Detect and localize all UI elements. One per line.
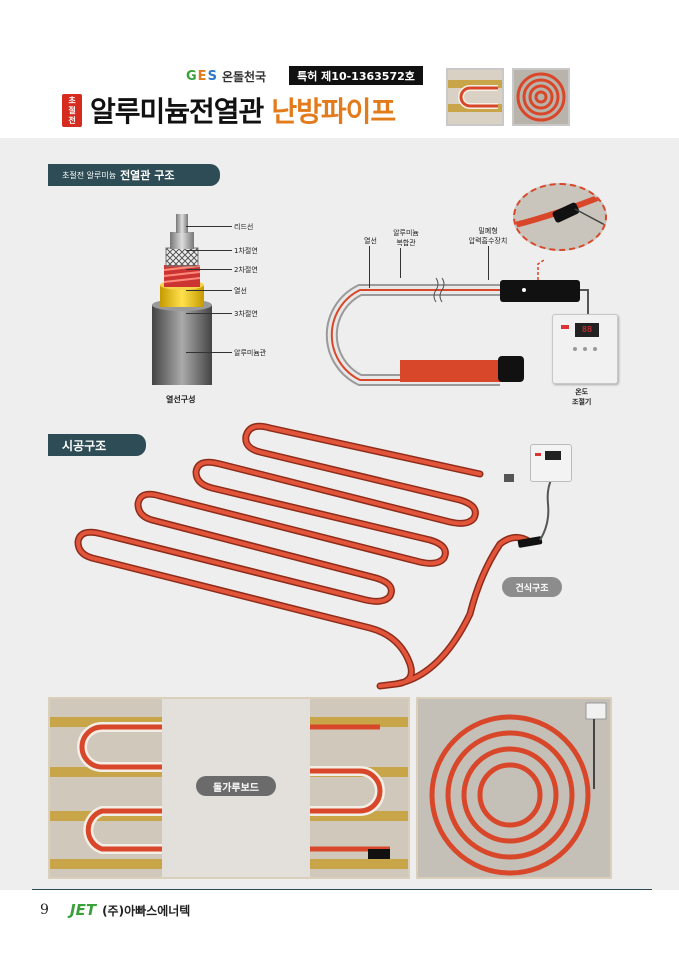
brand-logo: GES 온돌천국 — [186, 68, 266, 84]
title-main: 알루미늄전열관 — [90, 95, 264, 128]
label-lead-wire: 리드선 — [234, 223, 254, 231]
sealed-line2: 압력흡수장치 — [468, 237, 508, 245]
controller-button — [593, 347, 597, 351]
leader-line — [369, 246, 370, 288]
temperature-controller-device: 88 — [552, 314, 618, 384]
controller-led — [561, 325, 569, 329]
jet-logo: JET — [70, 901, 97, 919]
badge-char: 절 — [68, 105, 76, 115]
installation-controller-device — [530, 444, 572, 482]
badge-char: 전 — [68, 115, 76, 125]
company-logo: JET (주)아빠스에너텍 — [70, 901, 190, 919]
controller-button — [573, 347, 577, 351]
label-sealed-absorber: 밀폐형 압력흡수장치 — [460, 226, 516, 246]
label-pipe-heater: 열선 — [364, 237, 377, 245]
photo-coil-installation — [416, 697, 612, 879]
company-name: (주)아빠스에너텍 — [102, 903, 191, 918]
thermostat-line2: 조절기 — [572, 398, 592, 406]
heading-large-text: 전열관 구조 — [120, 169, 175, 182]
leader-line — [186, 226, 232, 227]
controller-display — [545, 451, 561, 460]
heading-small-text: 초절전 알루미늄 — [62, 170, 117, 180]
badge-char: 초 — [68, 95, 76, 105]
leader-line — [186, 313, 232, 314]
thermostat-line1: 온도 — [575, 388, 589, 396]
label-thermostat: 온도 조절기 — [572, 387, 591, 407]
page-number: 9 — [40, 902, 49, 918]
composite-line1: 알루미늄 — [393, 229, 419, 237]
leader-line — [186, 269, 232, 270]
sealed-line1: 밀폐형 — [478, 227, 498, 235]
leader-line — [186, 352, 232, 353]
section-heading-installation: 시공구조 — [48, 434, 146, 456]
brand-name: 온돌천국 — [221, 69, 267, 84]
label-insulation-2: 2차절연 — [234, 266, 258, 274]
energy-saving-badge: 초 절 전 — [62, 94, 82, 127]
footer-divider — [32, 889, 652, 890]
leader-line — [186, 250, 232, 251]
label-dry-construction: 건식구조 — [502, 577, 562, 597]
controller-led — [535, 453, 541, 456]
section-heading-structure: 초절전 알루미늄 전열관 구조 — [48, 164, 220, 186]
composite-line2: 복합관 — [396, 239, 416, 247]
cable-caption: 열선구성 — [166, 395, 196, 404]
leader-line — [400, 248, 401, 278]
leader-line — [186, 290, 232, 291]
controller-display: 88 — [575, 323, 599, 337]
cable-cross-section-illustration — [152, 214, 212, 385]
label-insulation-1: 1차절연 — [234, 247, 258, 255]
patent-number: 특허 제10-1363572호 — [289, 66, 423, 85]
thumbnail-pipe-photo — [446, 68, 504, 126]
controller-button — [583, 347, 587, 351]
heading-text: 시공구조 — [62, 438, 107, 453]
thumbnail-coil-photo — [512, 68, 570, 126]
pipe-structure-illustration — [325, 259, 589, 386]
label-insulation-3: 3차절연 — [234, 310, 258, 318]
ges-logo: GES — [186, 68, 218, 84]
label-stone-board: 돌가루보드 — [196, 776, 276, 796]
label-composite-pipe: 알루미늄 복합관 — [386, 228, 426, 248]
title-accent: 난방파이프 — [271, 95, 396, 128]
label-aluminum-pipe: 알루미늄관 — [234, 349, 267, 357]
label-heater-wire: 열선 — [234, 287, 247, 295]
serpentine-pipe-illustration — [74, 422, 557, 690]
sealed-unit-zoom-photo — [513, 183, 607, 251]
leader-line — [488, 246, 489, 280]
